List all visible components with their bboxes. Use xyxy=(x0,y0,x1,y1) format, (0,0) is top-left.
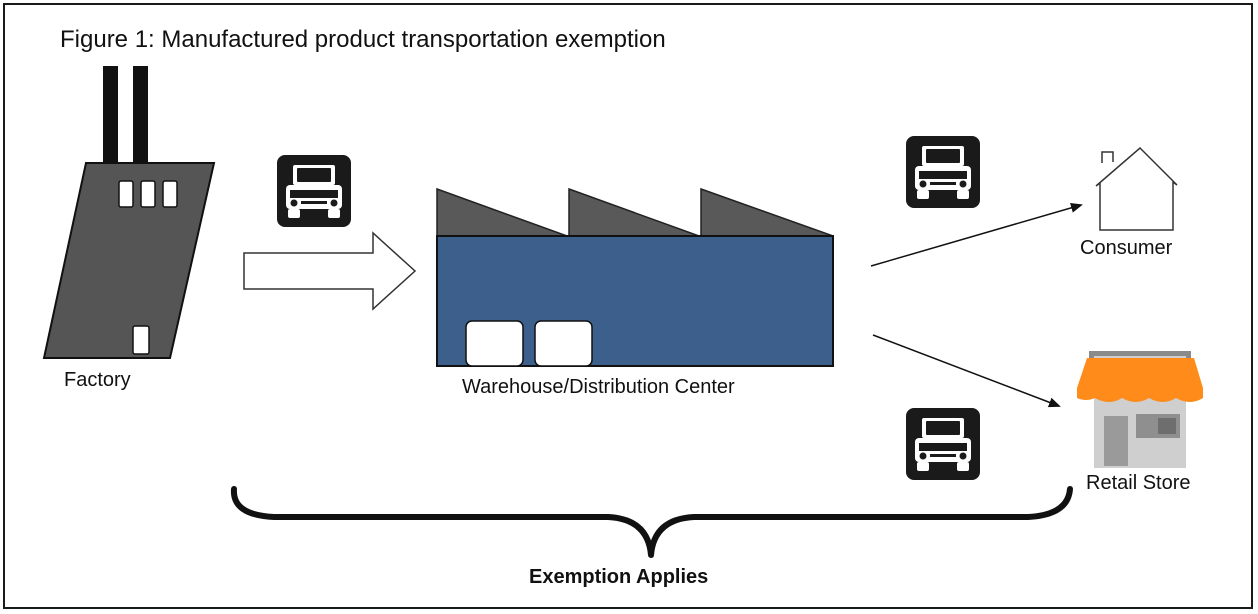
warehouse-label: Warehouse/Distribution Center xyxy=(462,376,735,398)
consumer-label: Consumer xyxy=(1080,237,1173,259)
warehouse-icon xyxy=(436,187,834,367)
truck-icon xyxy=(906,408,980,480)
exemption-label: Exemption Applies xyxy=(529,566,709,588)
figure-title: Figure 1: Manufactured product transport… xyxy=(60,26,666,53)
figure-frame xyxy=(3,3,1253,609)
arrow-to-retail xyxy=(872,334,1061,408)
retail-store-label: Retail Store xyxy=(1086,472,1191,494)
truck-icon xyxy=(277,155,351,227)
factory-icon xyxy=(42,66,216,359)
factory-label: Factory xyxy=(64,369,131,391)
truck-icon xyxy=(906,136,980,208)
store-icon xyxy=(1077,351,1203,468)
arrow-to-consumer xyxy=(870,202,1083,267)
exemption-brace xyxy=(230,486,1073,558)
house-icon xyxy=(1095,146,1178,231)
arrow-icon xyxy=(243,231,417,311)
